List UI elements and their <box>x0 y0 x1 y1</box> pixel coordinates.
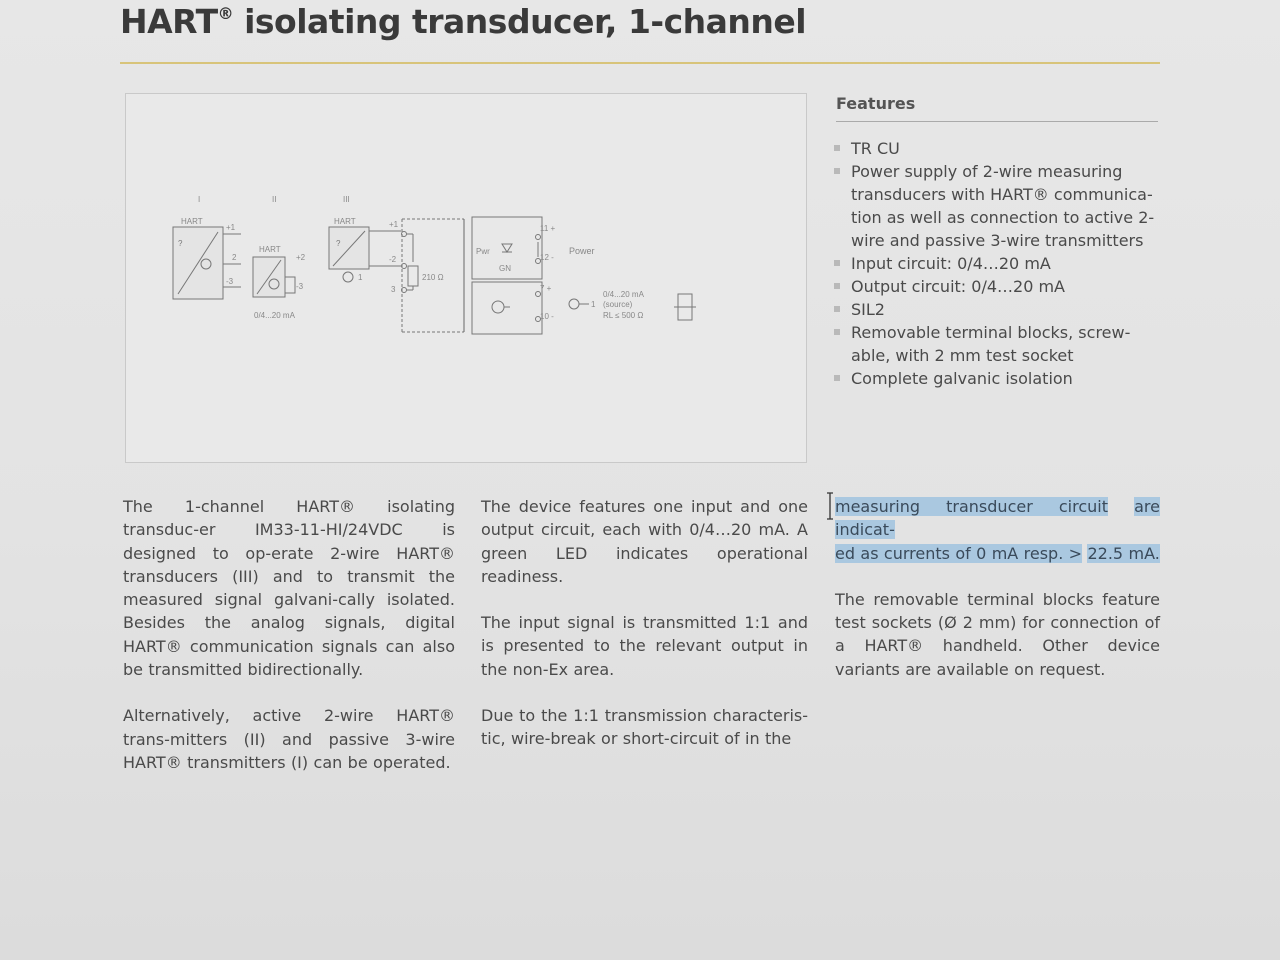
svg-text:RL ≤ 500 Ω: RL ≤ 500 Ω <box>603 311 643 320</box>
svg-text:?: ? <box>336 239 341 248</box>
feature-item: Power supply of 2-wire measuring transdu… <box>832 160 1162 252</box>
page-title: HART® isolating transducer, 1-channel <box>120 2 807 41</box>
svg-text:+2: +2 <box>296 253 306 262</box>
body-column-1[interactable]: The 1-channel HART® isolating transduc-e… <box>123 495 455 797</box>
svg-text:?: ? <box>178 239 183 248</box>
title-rule <box>120 62 1160 64</box>
transducer-2wire: HART ? 1 +1 -2 3 <box>328 217 401 294</box>
svg-text:3: 3 <box>391 285 396 294</box>
features-rule <box>836 121 1158 122</box>
text-selection[interactable]: 22.5 mA. <box>1087 543 1160 563</box>
paragraph[interactable]: Alternatively, active 2-wire HART® trans… <box>123 706 455 772</box>
paragraph[interactable]: Due to the 1:1 transmission characteris-… <box>481 706 808 749</box>
feature-item: TR CU <box>832 137 1162 160</box>
text-selection[interactable]: ed as currents of 0 mA resp. > <box>835 543 1083 563</box>
svg-text:(source): (source) <box>603 300 633 309</box>
resistor-label: 210 Ω <box>422 273 444 282</box>
svg-text:-3: -3 <box>226 277 234 286</box>
svg-text:GN: GN <box>499 264 511 273</box>
paragraph[interactable]: The removable terminal blocks feature te… <box>835 589 1160 679</box>
transmitter-2wire-active: HART +2 -3 0/4...20 mA <box>252 245 306 320</box>
output-section: Pwr GN 11 + 12 - 7 + 10 - Power 1 0/4 <box>471 216 696 335</box>
svg-text:HART: HART <box>334 217 356 226</box>
transmitter-3wire: HART ? +1 2 -3 <box>172 217 241 300</box>
paragraph[interactable]: The 1-channel HART® isolating transduc-e… <box>123 497 455 680</box>
section-label-1: I <box>198 195 200 204</box>
section-label-3: III <box>343 195 350 204</box>
selected-paragraph[interactable]: measuring transducer circuit are indicat… <box>835 495 1160 565</box>
paragraph[interactable]: The device features one input and one ou… <box>481 497 808 586</box>
current-range-label: 0/4...20 mA <box>254 311 296 320</box>
feature-item: Removable terminal blocks, screw-able, w… <box>832 321 1162 367</box>
svg-text:0/4...20 mA: 0/4...20 mA <box>603 290 645 299</box>
feature-item: Input circuit: 0/4…20 mA <box>832 252 1162 275</box>
svg-text:+1: +1 <box>389 220 399 229</box>
power-label: Power <box>569 246 595 256</box>
body-column-2[interactable]: The device features one input and one ou… <box>481 495 808 774</box>
svg-text:7 +: 7 + <box>540 284 552 293</box>
svg-text:-2: -2 <box>389 255 397 264</box>
features-heading: Features <box>836 94 916 113</box>
svg-text:1: 1 <box>591 300 596 309</box>
svg-text:10 -: 10 - <box>540 312 554 321</box>
wiring-diagram: I II III HART ? +1 2 -3 HART <box>125 93 807 463</box>
svg-text:2: 2 <box>232 253 237 262</box>
svg-text:Pwr: Pwr <box>476 247 490 256</box>
svg-text:1: 1 <box>358 273 363 282</box>
feature-item: Complete galvanic isolation <box>832 367 1162 390</box>
svg-text:+1: +1 <box>226 223 236 232</box>
svg-text:HART: HART <box>259 245 281 254</box>
features-list: TR CU Power supply of 2-wire measuring t… <box>832 137 1162 390</box>
feature-item: Output circuit: 0/4…20 mA <box>832 275 1162 298</box>
body-column-3[interactable]: measuring transducer circuit are indicat… <box>835 495 1160 704</box>
svg-text:HART: HART <box>181 217 203 226</box>
input-terminal-block: 210 Ω <box>401 218 465 333</box>
svg-text:-3: -3 <box>296 282 304 291</box>
svg-text:11 +: 11 + <box>540 224 556 233</box>
text-selection[interactable]: measuring transducer circuit <box>835 497 1109 516</box>
paragraph[interactable]: The input signal is transmitted 1:1 and … <box>481 613 808 679</box>
section-label-2: II <box>272 195 276 204</box>
feature-item: SIL2 <box>832 298 1162 321</box>
text-cursor-icon <box>827 492 833 520</box>
svg-text:12 -: 12 - <box>540 253 554 262</box>
